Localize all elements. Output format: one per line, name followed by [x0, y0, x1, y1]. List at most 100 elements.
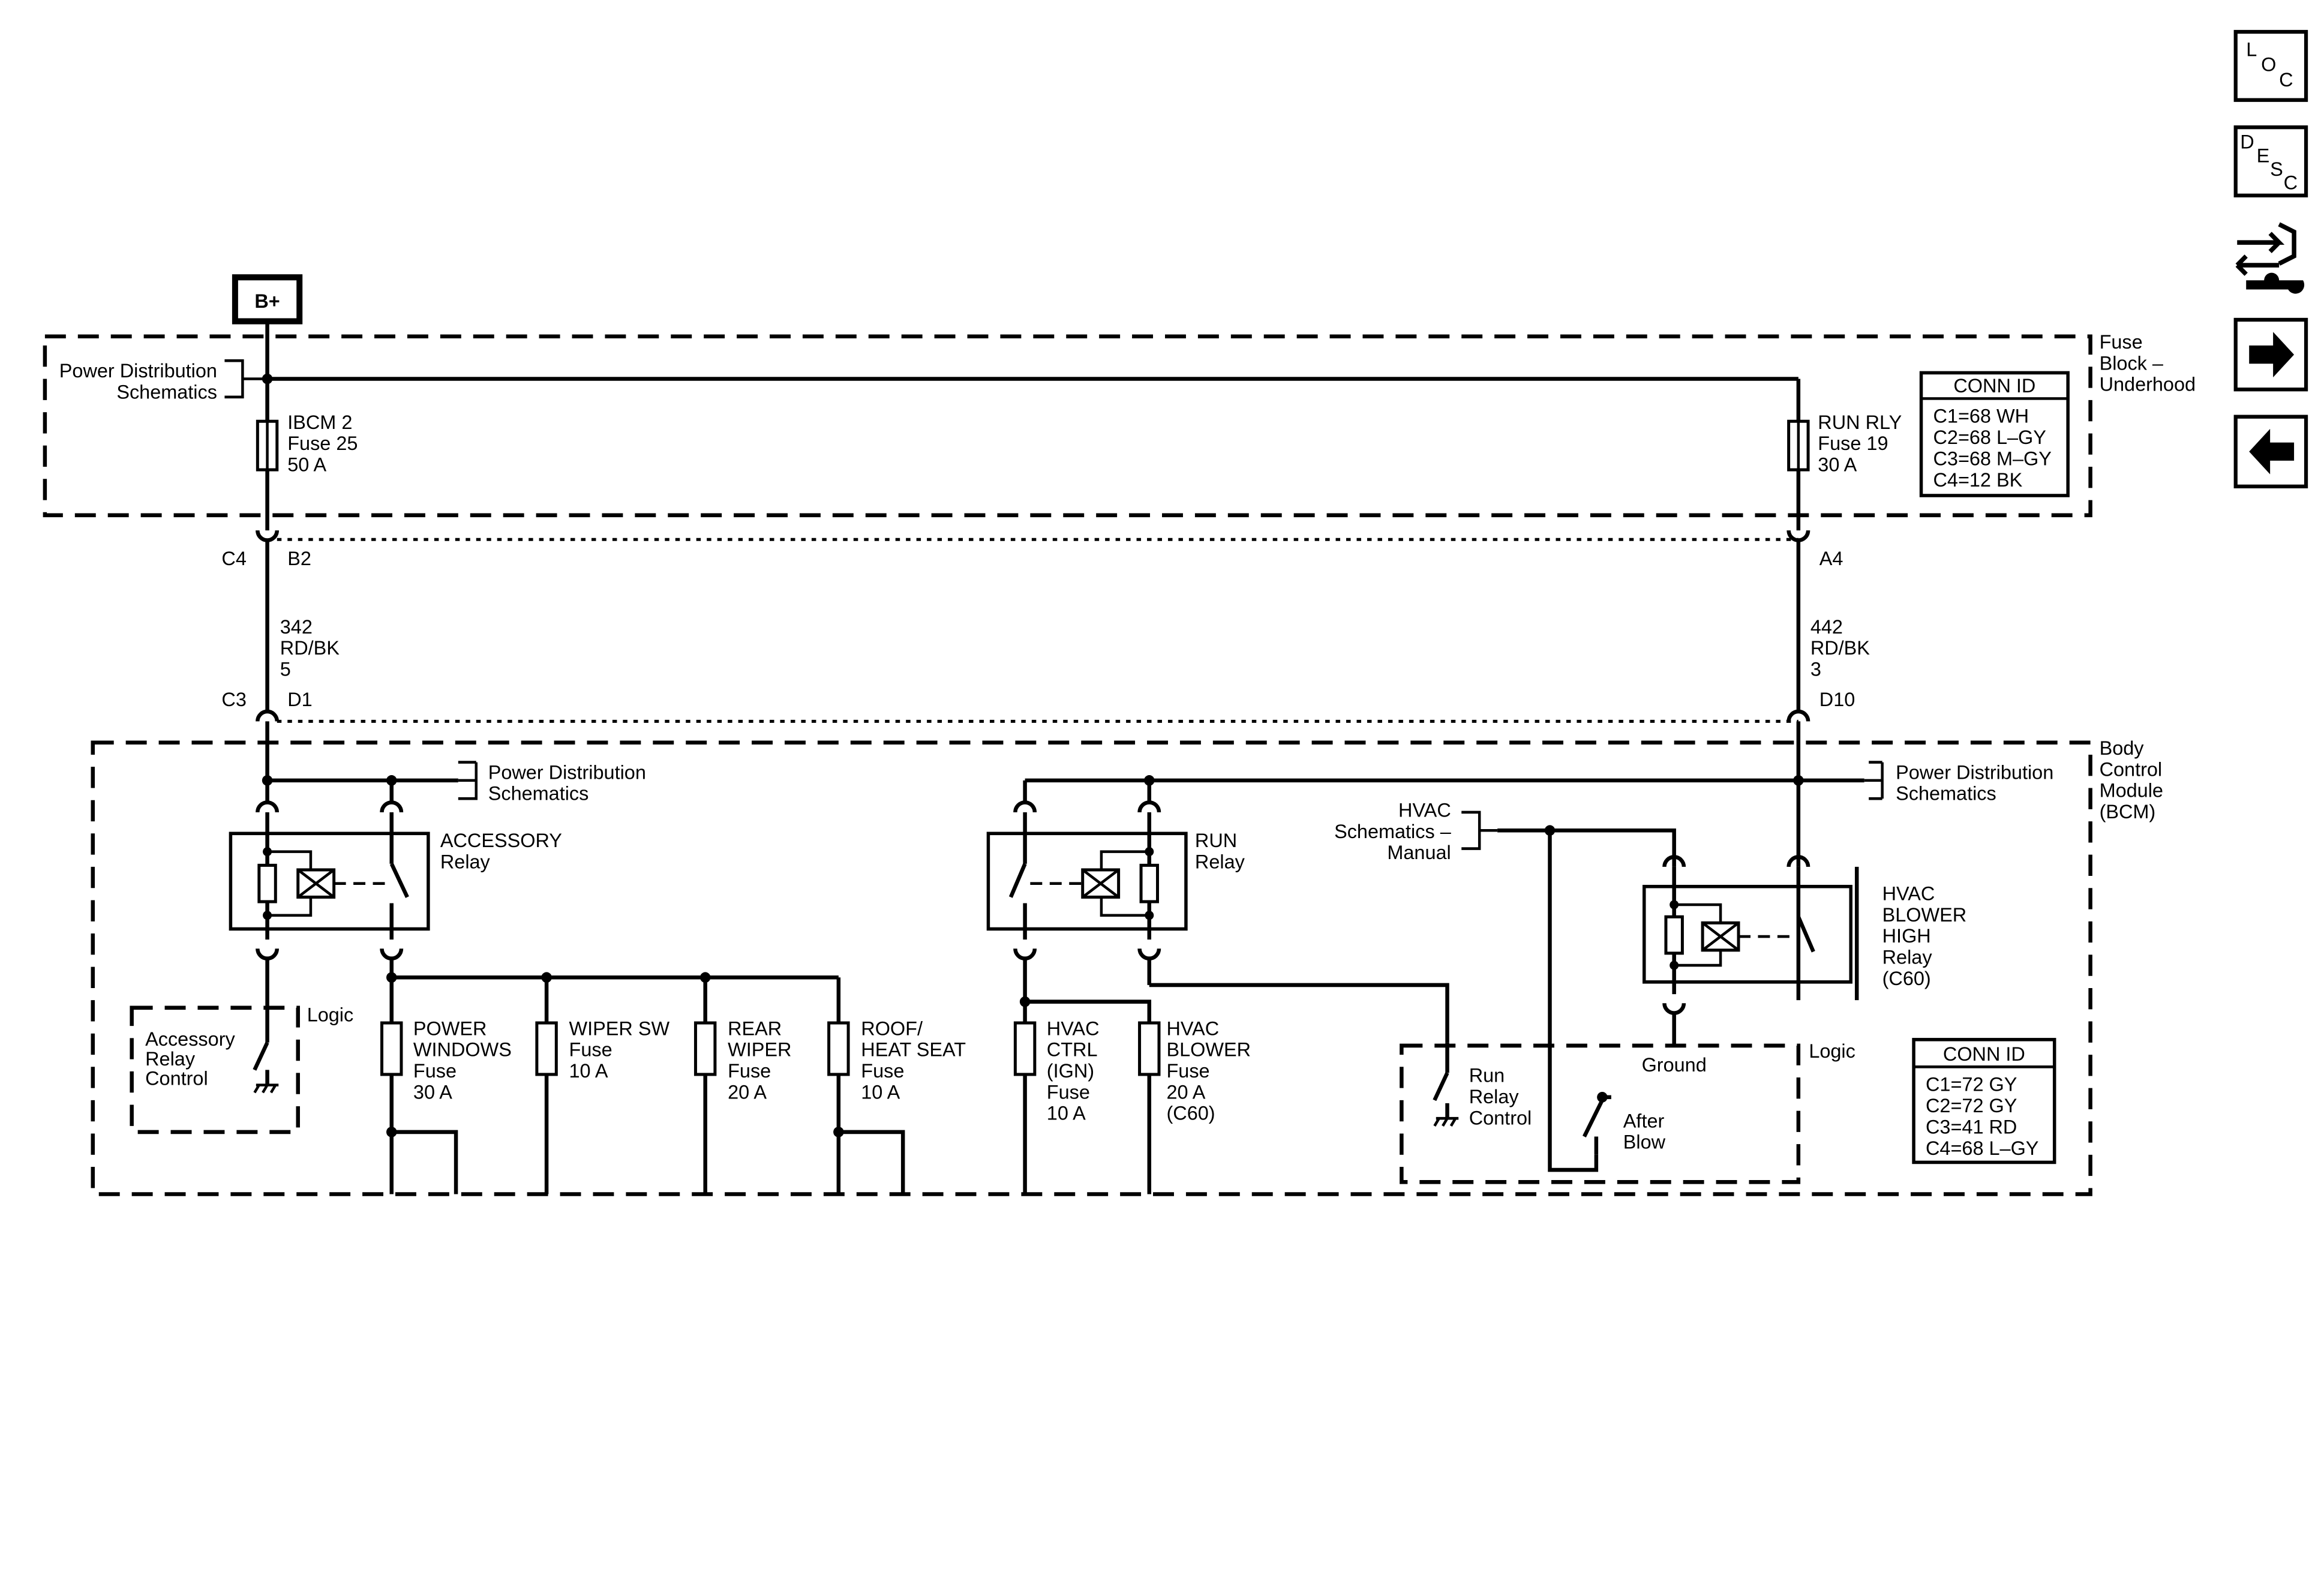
battery-label: B+ — [254, 290, 280, 312]
svg-text:RD/BK: RD/BK — [280, 637, 340, 659]
wire-342: 342 RD/BK 5 — [280, 616, 340, 680]
svg-text:(C60): (C60) — [1882, 967, 1931, 989]
power-distribution-ref-bcm-right[interactable]: Power Distribution Schematics — [1864, 761, 2054, 804]
svg-text:CONN ID: CONN ID — [1943, 1043, 2025, 1065]
svg-text:C1=72 GY: C1=72 GY — [1926, 1073, 2017, 1095]
svg-text:D1: D1 — [287, 688, 312, 710]
svg-text:HVAC: HVAC — [1882, 882, 1935, 904]
svg-text:C4=12 BK: C4=12 BK — [1933, 469, 2023, 491]
logic-run-relay-control: Logic Ground Run Relay Control After Blo… — [1400, 1040, 1855, 1184]
svg-text:C4=68 L–GY: C4=68 L–GY — [1926, 1137, 2039, 1159]
svg-text:Relay: Relay — [1469, 1085, 1520, 1107]
svg-text:3: 3 — [1810, 658, 1821, 680]
fuse-block-title: Fuse Block – Underhood — [2100, 331, 2196, 395]
svg-text:ROOF/: ROOF/ — [861, 1017, 923, 1039]
svg-text:C1=68 WH: C1=68 WH — [1933, 405, 2029, 427]
connector-c4: C4 B2 A4 — [221, 530, 1843, 713]
fuse-ibcm-2: IBCM 2 Fuse 25 50 A — [256, 411, 358, 476]
svg-text:HEAT SEAT: HEAT SEAT — [861, 1038, 966, 1060]
svg-text:C4: C4 — [221, 547, 246, 569]
fuse-hvac-blower: HVAC BLOWER Fuse 20 A (C60) — [1138, 1017, 1251, 1124]
svg-text:Relay: Relay — [440, 850, 491, 872]
svg-text:Fuse: Fuse — [1047, 1080, 1090, 1103]
svg-text:Module: Module — [2100, 779, 2163, 801]
connector-swap-icon[interactable] — [2235, 222, 2305, 294]
arrow-right-icon[interactable] — [2233, 317, 2308, 392]
svg-text:HIGH: HIGH — [1882, 924, 1931, 947]
body-control-module: Body Control Module (BCM) Power Distribu… — [91, 737, 2163, 1196]
svg-text:BLOWER: BLOWER — [1882, 903, 1967, 926]
svg-text:HVAC: HVAC — [1047, 1017, 1100, 1039]
logic-accessory-relay-control: Logic Accessory Relay Control — [130, 1003, 354, 1134]
svg-text:10 A: 10 A — [569, 1059, 608, 1082]
wire-442: 442 RD/BK 3 — [1810, 616, 1870, 680]
svg-text:BLOWER: BLOWER — [1166, 1038, 1251, 1060]
hvac-schematics-ref[interactable]: HVAC Schematics – Manual — [1334, 798, 1498, 863]
svg-text:Schematics: Schematics — [116, 380, 217, 403]
power-distribution-ref-bcm-left[interactable]: Power Distribution Schematics — [458, 761, 646, 804]
svg-text:20 A: 20 A — [1166, 1080, 1205, 1103]
svg-text:Fuse 19: Fuse 19 — [1818, 432, 1888, 454]
svg-text:50 A: 50 A — [287, 453, 326, 475]
run-relay: RUN Relay — [986, 800, 1245, 960]
svg-text:RUN RLY: RUN RLY — [1818, 411, 1902, 433]
svg-text:Power Distribution: Power Distribution — [1896, 761, 2053, 783]
svg-text:C2=68 L–GY: C2=68 L–GY — [1933, 426, 2047, 448]
fuse-roof-heat-seat: ROOF/ HEAT SEAT Fuse 10 A — [827, 977, 966, 1194]
svg-text:Relay: Relay — [145, 1047, 196, 1070]
svg-text:POWER: POWER — [413, 1017, 487, 1039]
svg-text:Manual: Manual — [1387, 841, 1451, 863]
svg-text:442: 442 — [1810, 616, 1843, 638]
svg-text:Ground: Ground — [1642, 1053, 1707, 1076]
svg-text:RUN: RUN — [1195, 829, 1237, 851]
svg-text:HVAC: HVAC — [1166, 1017, 1219, 1039]
svg-text:C2=72 GY: C2=72 GY — [1926, 1094, 2017, 1116]
svg-text:Relay: Relay — [1882, 945, 1933, 968]
svg-text:Fuse: Fuse — [569, 1038, 612, 1060]
svg-text:Accessory: Accessory — [145, 1028, 235, 1050]
loc-button[interactable]: L O C — [2233, 29, 2308, 102]
conn-id-table-bcm: CONN ID C1=72 GY C2=72 GY C3=41 RD C4=68… — [1912, 1038, 2056, 1164]
svg-text:30 A: 30 A — [413, 1080, 452, 1103]
svg-text:Fuse: Fuse — [2100, 331, 2143, 353]
svg-text:Control: Control — [145, 1067, 208, 1089]
svg-text:Control: Control — [1469, 1106, 1532, 1128]
power-distribution-ref-top[interactable]: Power Distribution Schematics — [59, 359, 267, 403]
fuse-rear-wiper: REAR WIPER Fuse 20 A — [693, 977, 791, 1194]
svg-text:Fuse: Fuse — [1166, 1059, 1209, 1082]
desc-button[interactable]: D E S C — [2233, 125, 2308, 198]
svg-text:Block –: Block – — [2100, 352, 2164, 374]
svg-text:Fuse: Fuse — [413, 1059, 457, 1082]
fuse-block-underhood: Fuse Block – Underhood Power Distributio… — [43, 331, 2196, 531]
svg-text:E: E — [2257, 144, 2270, 166]
svg-text:C3: C3 — [221, 688, 246, 710]
arrow-left-icon[interactable] — [2233, 415, 2308, 489]
svg-text:After: After — [1623, 1109, 1665, 1131]
svg-text:CTRL: CTRL — [1047, 1038, 1098, 1060]
svg-text:CONN ID: CONN ID — [1953, 374, 2035, 397]
fuse-run-rly: RUN RLY Fuse 19 30 A — [1787, 411, 1902, 476]
svg-text:IBCM 2: IBCM 2 — [287, 411, 352, 433]
svg-text:Schematics –: Schematics – — [1334, 820, 1452, 842]
svg-text:Logic: Logic — [1809, 1040, 1855, 1062]
svg-text:10 A: 10 A — [861, 1080, 900, 1103]
svg-text:Underhood: Underhood — [2100, 373, 2196, 395]
svg-text:REAR: REAR — [728, 1017, 782, 1039]
svg-text:C: C — [2284, 172, 2298, 194]
svg-text:B2: B2 — [287, 547, 311, 569]
svg-text:5: 5 — [280, 658, 291, 680]
svg-text:WIPER SW: WIPER SW — [569, 1017, 670, 1039]
svg-text:C3=41 RD: C3=41 RD — [1926, 1115, 2017, 1137]
svg-text:Schematics: Schematics — [488, 782, 589, 804]
svg-text:Fuse 25: Fuse 25 — [287, 432, 358, 454]
svg-text:Run: Run — [1469, 1064, 1505, 1086]
svg-text:Fuse: Fuse — [861, 1059, 904, 1082]
svg-text:Logic: Logic — [307, 1003, 354, 1025]
svg-text:10 A: 10 A — [1047, 1102, 1086, 1124]
svg-text:30 A: 30 A — [1818, 453, 1857, 475]
conn-id-table-fuse-block: CONN ID C1=68 WH C2=68 L–GY C3=68 M–GY C… — [1919, 371, 2070, 497]
svg-text:Control: Control — [2100, 758, 2163, 780]
svg-text:A4: A4 — [1819, 547, 1843, 569]
bcm-title: Body Control Module (BCM) — [2100, 737, 2163, 822]
